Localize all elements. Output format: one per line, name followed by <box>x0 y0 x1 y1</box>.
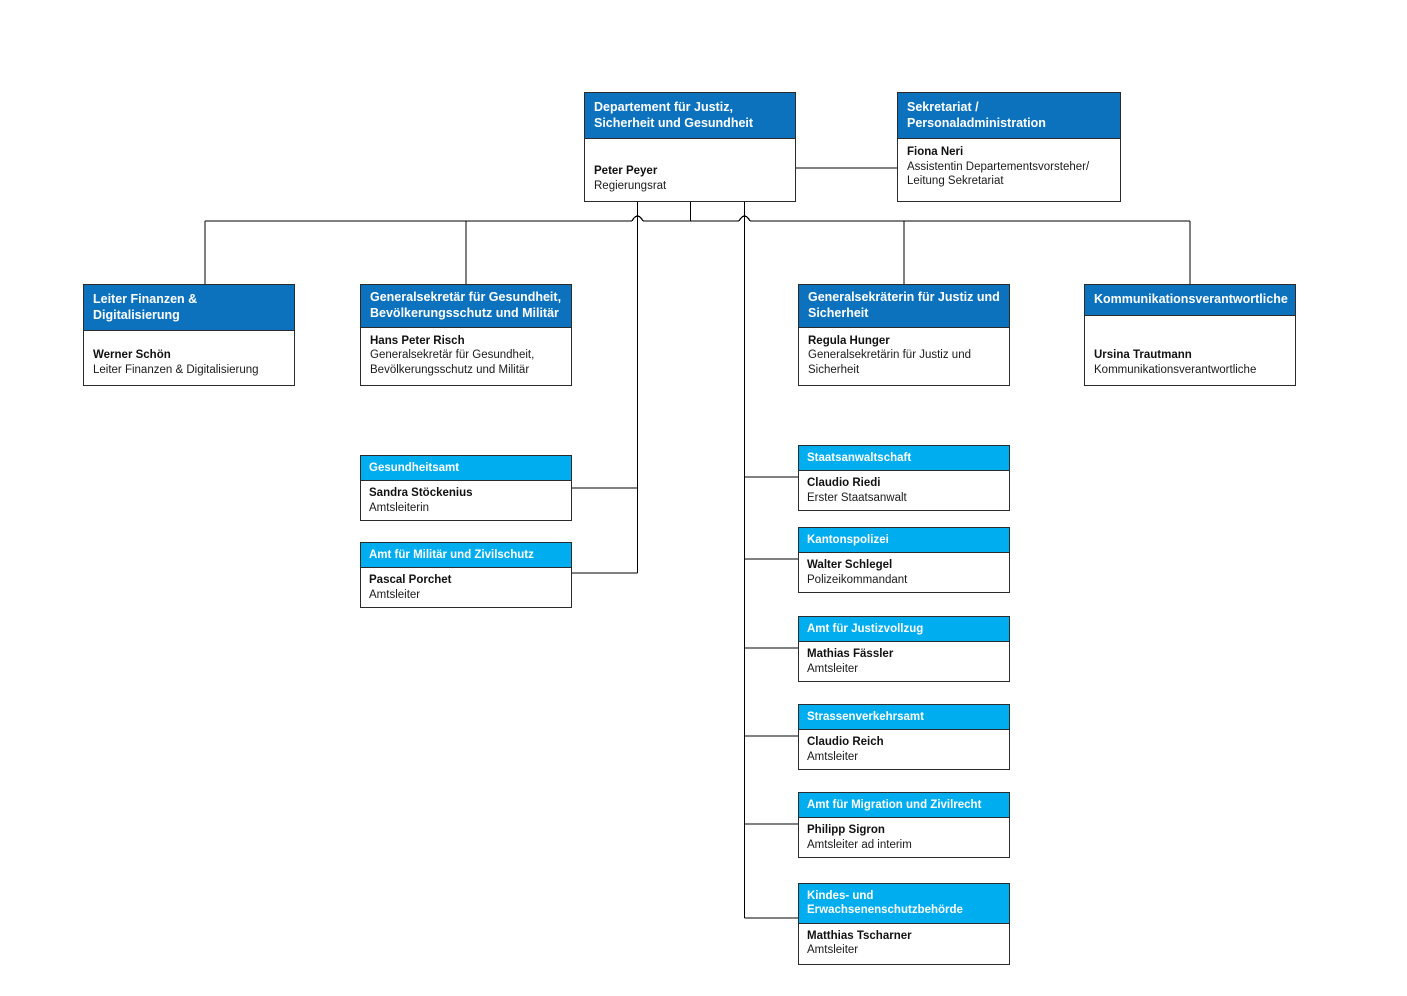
node-generalsekretaer-gesundheit-header: Generalsekretär für Gesundheit, Bevölker… <box>361 285 571 327</box>
office-militaer-zivilschutz-header: Amt für Militär und Zivilschutz <box>361 543 571 568</box>
office-strassenverkehrsamt-role: Amtsleiter <box>807 750 859 763</box>
node-kommunikationsverantwortliche-header: Kommunikationsverantwortliche <box>1085 285 1295 315</box>
node-secretariat-role-line1: Assistentin Departementsvorsteher/ <box>907 160 1090 173</box>
node-secretariat[interactable]: Sekretariat / Personaladministration Fio… <box>897 92 1121 202</box>
office-staatsanwaltschaft[interactable]: Staatsanwaltschaft Claudio Riedi Erster … <box>798 445 1010 511</box>
node-generalsekretaer-gesundheit-person: Hans Peter Risch <box>370 334 465 347</box>
office-staatsanwaltschaft-header: Staatsanwaltschaft <box>799 446 1009 471</box>
node-generalsekretaer-gesundheit[interactable]: Generalsekretär für Gesundheit, Bevölker… <box>360 284 572 386</box>
bus-hop-right <box>738 215 751 222</box>
node-finanzen-digitalisierung-person: Werner Schön <box>93 349 171 362</box>
office-kindes-erwachsenenschutzbehoerde[interactable]: Kindes- und Erwachsenenschutzbehörde Mat… <box>798 883 1010 965</box>
node-generalsekretaer-gesundheit-role-line1: Generalsekretär für Gesundheit, <box>370 349 535 362</box>
node-generalsekraeterin-justiz-role-line1: Generalsekretärin für Justiz und <box>808 349 971 362</box>
office-migration-zivilrecht-person: Philipp Sigron <box>807 824 885 837</box>
node-secretariat-role-line2: Leitung Sekretariat <box>907 175 1004 187</box>
office-gesundheitsamt[interactable]: Gesundheitsamt Sandra Stöckenius Amtslei… <box>360 455 572 521</box>
office-strassenverkehrsamt-body: Claudio Reich Amtsleiter <box>799 729 1009 769</box>
node-finanzen-digitalisierung-header: Leiter Finanzen & Digitalisierung <box>84 285 294 331</box>
office-militaer-zivilschutz-person: Pascal Porchet <box>369 574 452 587</box>
node-generalsekretaer-gesundheit-role-line2: Bevölkerungsschutz und Militär <box>370 363 530 376</box>
node-kommunikationsverantwortliche-role: Kommunikationsverantwortliche <box>1094 363 1257 376</box>
office-justizvollzug-body: Mathias Fässler Amtsleiter <box>799 641 1009 681</box>
office-kantonspolizei-body: Walter Schlegel Polizeikommandant <box>799 552 1009 592</box>
node-generalsekraeterin-justiz-person: Regula Hunger <box>808 334 890 347</box>
node-department[interactable]: Departement für Justiz, Sicherheit und G… <box>584 92 796 202</box>
office-kindes-erwachsenenschutzbehoerde-role: Amtsleiter <box>807 944 859 957</box>
node-generalsekraeterin-justiz-body: Regula Hunger Generalsekretärin für Just… <box>799 326 1009 385</box>
node-kommunikationsverantwortliche-body: Ursina Trautmann Kommunikationsverantwor… <box>1085 314 1295 385</box>
office-kantonspolizei[interactable]: Kantonspolizei Walter Schlegel Polizeiko… <box>798 527 1010 593</box>
office-justizvollzug-header: Amt für Justizvollzug <box>799 617 1009 642</box>
office-kantonspolizei-role: Polizeikommandant <box>807 573 908 586</box>
office-kantonspolizei-header: Kantonspolizei <box>799 528 1009 553</box>
office-strassenverkehrsamt-person: Claudio Reich <box>807 736 884 749</box>
node-department-person: Peter Peyer <box>594 165 658 178</box>
office-staatsanwaltschaft-body: Claudio Riedi Erster Staatsanwalt <box>799 470 1009 510</box>
office-kindes-erwachsenenschutzbehoerde-header: Kindes- und Erwachsenenschutzbehörde <box>799 884 1009 923</box>
office-gesundheitsamt-body: Sandra Stöckenius Amtsleiterin <box>361 480 571 520</box>
node-secretariat-body: Fiona Neri Assistentin Departementsvorst… <box>898 138 1120 201</box>
node-kommunikationsverantwortliche[interactable]: Kommunikationsverantwortliche Ursina Tra… <box>1084 284 1296 386</box>
office-kindes-erwachsenenschutzbehoerde-body: Matthias Tscharner Amtsleiter <box>799 922 1009 964</box>
node-generalsekretaer-gesundheit-body: Hans Peter Risch Generalsekretär für Ges… <box>361 326 571 385</box>
office-kantonspolizei-person: Walter Schlegel <box>807 559 893 572</box>
office-migration-zivilrecht-body: Philipp Sigron Amtsleiter ad interim <box>799 817 1009 857</box>
node-generalsekraeterin-justiz[interactable]: Generalsekräterin für Justiz und Sicherh… <box>798 284 1010 386</box>
office-gesundheitsamt-header: Gesundheitsamt <box>361 456 571 481</box>
node-department-body: Peter Peyer Regierungsrat <box>585 138 795 201</box>
node-finanzen-digitalisierung-body: Werner Schön Leiter Finanzen & Digitalis… <box>84 330 294 385</box>
office-militaer-zivilschutz-role: Amtsleiter <box>369 588 421 601</box>
office-migration-zivilrecht-header: Amt für Migration und Zivilrecht <box>799 793 1009 818</box>
office-militaer-zivilschutz[interactable]: Amt für Militär und Zivilschutz Pascal P… <box>360 542 572 608</box>
office-militaer-zivilschutz-body: Pascal Porchet Amtsleiter <box>361 567 571 607</box>
node-department-role: Regierungsrat <box>594 179 667 192</box>
office-staatsanwaltschaft-role: Erster Staatsanwalt <box>807 491 907 504</box>
node-department-header: Departement für Justiz, Sicherheit und G… <box>585 93 795 139</box>
node-kommunikationsverantwortliche-person: Ursina Trautmann <box>1094 349 1192 362</box>
office-justizvollzug-role: Amtsleiter <box>807 662 859 675</box>
office-gesundheitsamt-person: Sandra Stöckenius <box>369 487 473 500</box>
office-migration-zivilrecht[interactable]: Amt für Migration und Zivilrecht Philipp… <box>798 792 1010 858</box>
office-strassenverkehrsamt[interactable]: Strassenverkehrsamt Claudio Reich Amtsle… <box>798 704 1010 770</box>
bus-hop-left <box>631 215 644 222</box>
office-gesundheitsamt-role: Amtsleiterin <box>369 501 430 514</box>
office-justizvollzug-person: Mathias Fässler <box>807 648 894 661</box>
node-finanzen-digitalisierung[interactable]: Leiter Finanzen & Digitalisierung Werner… <box>83 284 295 386</box>
node-finanzen-digitalisierung-role: Leiter Finanzen & Digitalisierung <box>93 363 259 376</box>
node-generalsekraeterin-justiz-header: Generalsekräterin für Justiz und Sicherh… <box>799 285 1009 327</box>
office-strassenverkehrsamt-header: Strassenverkehrsamt <box>799 705 1009 730</box>
node-secretariat-header: Sekretariat / Personaladministration <box>898 93 1120 139</box>
node-generalsekraeterin-justiz-role-line2: Sicherheit <box>808 363 860 376</box>
office-justizvollzug[interactable]: Amt für Justizvollzug Mathias Fässler Am… <box>798 616 1010 682</box>
office-kindes-erwachsenenschutzbehoerde-person: Matthias Tscharner <box>807 929 912 942</box>
node-secretariat-person: Fiona Neri <box>907 146 964 159</box>
office-staatsanwaltschaft-person: Claudio Riedi <box>807 477 881 490</box>
office-migration-zivilrecht-role: Amtsleiter ad interim <box>807 838 912 851</box>
